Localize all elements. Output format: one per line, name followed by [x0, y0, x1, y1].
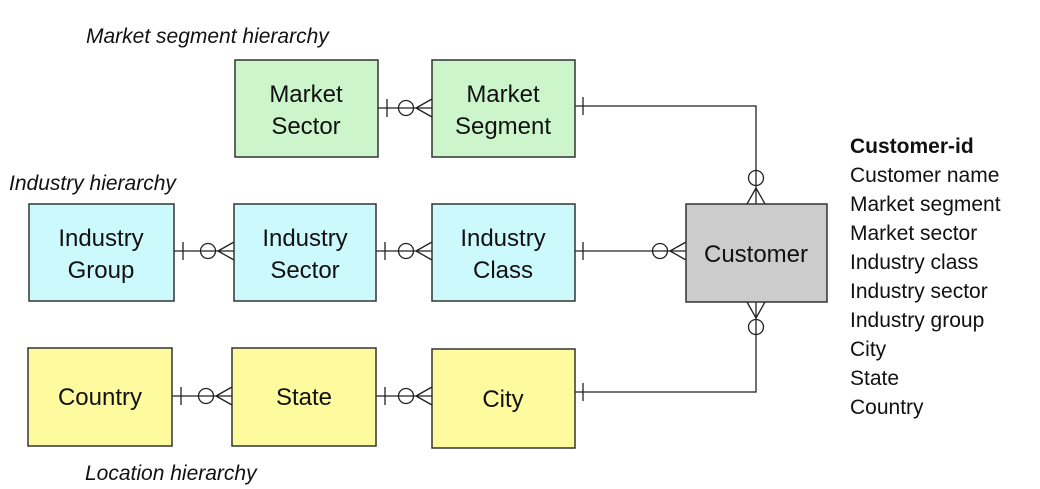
rel-city-customer — [575, 301, 766, 401]
svg-text:Class: Class — [473, 257, 533, 284]
svg-text:Segment: Segment — [455, 113, 551, 140]
entity-market-sector[interactable]: Market Sector — [234, 59, 379, 158]
rel-industry-class-customer — [575, 241, 687, 261]
attribute-item: Market sector — [850, 222, 978, 245]
svg-text:Market: Market — [466, 81, 540, 108]
svg-text:Customer: Customer — [704, 241, 808, 268]
svg-text:Country: Country — [58, 384, 142, 411]
entity-market-segment[interactable]: Market Segment — [431, 59, 576, 158]
relationship-lines — [172, 97, 766, 406]
rel-market-sector-segment — [378, 98, 433, 118]
entity-state[interactable]: State — [231, 347, 377, 447]
entity-industry-class[interactable]: Industry Class — [431, 203, 576, 302]
svg-text:Group: Group — [68, 257, 135, 284]
svg-text:Sector: Sector — [271, 113, 340, 140]
rel-industry-group-sector — [174, 241, 235, 261]
attribute-item: Customer name — [850, 164, 1000, 187]
location-hierarchy-caption: Location hierarchy — [85, 462, 258, 485]
svg-text:Industry: Industry — [460, 225, 545, 252]
market-hierarchy-caption: Market segment hierarchy — [86, 25, 330, 48]
customer-attribute-list: Customer-id Customer name Market segment… — [850, 132, 1001, 422]
attribute-item: Market segment — [850, 193, 1001, 216]
svg-text:Industry: Industry — [262, 225, 347, 252]
rel-state-city — [376, 386, 433, 406]
attribute-item: Industry sector — [850, 280, 988, 303]
svg-text:City: City — [482, 386, 523, 413]
svg-text:Industry: Industry — [58, 225, 143, 252]
attribute-item: City — [850, 338, 887, 361]
rel-market-segment-customer — [575, 97, 766, 205]
entity-industry-group[interactable]: Industry Group — [28, 203, 175, 302]
customer-key-attribute: Customer-id — [850, 135, 974, 158]
entity-country[interactable]: Country — [27, 347, 173, 447]
rel-country-state — [172, 386, 233, 406]
svg-text:Sector: Sector — [270, 257, 339, 284]
attribute-item: Industry group — [850, 309, 985, 332]
attribute-item: Country — [850, 396, 924, 419]
svg-text:State: State — [276, 384, 332, 411]
attribute-item: Industry class — [850, 251, 979, 274]
svg-text:Market: Market — [269, 81, 343, 108]
entity-customer[interactable]: Customer — [685, 203, 828, 303]
industry-hierarchy-caption: Industry hierarchy — [9, 172, 177, 195]
rel-industry-sector-class — [376, 241, 433, 261]
attribute-item: State — [850, 367, 900, 390]
entity-industry-sector[interactable]: Industry Sector — [233, 203, 377, 302]
entity-city[interactable]: City — [431, 348, 576, 449]
